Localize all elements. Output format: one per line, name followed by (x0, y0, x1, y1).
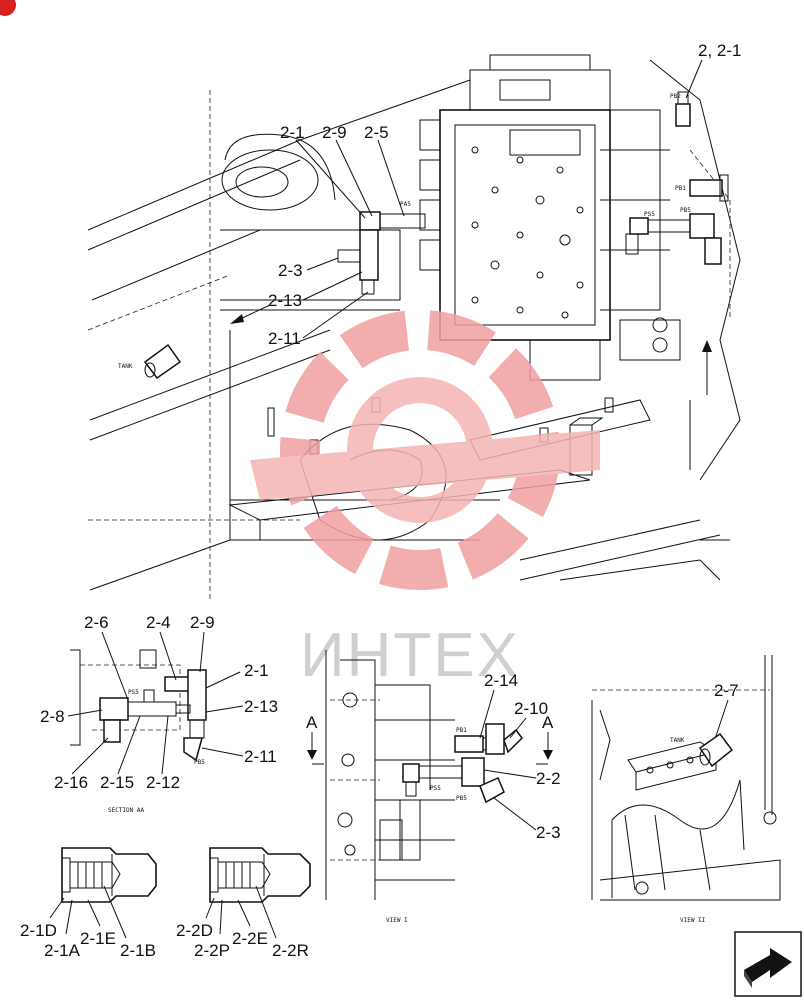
label-pb2: PB2 (670, 93, 681, 100)
detail-callout-2-2d: 2-2D (176, 921, 213, 940)
section-callout-2-1: 2-1 (244, 661, 269, 680)
main-assembly-view: PA5 PB2 PB1 PS5 PB5 TANK 2, 2-1 2-1 2-9 … (87, 41, 741, 600)
section-callout-2-15: 2-15 (100, 773, 134, 792)
detail-callout-2-2r: 2-2R (272, 941, 309, 960)
section-callout-2-13: 2-13 (244, 697, 278, 716)
label-pb1: PB1 (675, 185, 686, 192)
detail-fitting-2-2: 2-2D 2-2P 2-2E 2-2R (176, 847, 311, 960)
view1-callout-a-left: A (306, 713, 318, 732)
view1-callout-2-10: 2-10 (514, 699, 548, 718)
view1-callout-2-2: 2-2 (536, 769, 561, 788)
section-callout-2-11: 2-11 (244, 747, 277, 766)
callout-2-11: 2-11 (268, 329, 301, 348)
section-label-pb5: PB5 (194, 759, 205, 766)
tank-fitting (143, 343, 182, 380)
section-callout-2-8: 2-8 (40, 707, 65, 726)
detail-callout-2-2e: 2-2E (232, 929, 268, 948)
fitting-pb1 (689, 174, 729, 202)
view2-callout-2-7: 2-7 (714, 681, 739, 700)
callout-2-1: 2-1 (280, 123, 305, 142)
view1-callout-a-right: A (542, 713, 554, 732)
control-valve-block (267, 54, 681, 476)
section-callout-2-4: 2-4 (146, 613, 171, 632)
view2-label-tank: TANK (670, 737, 685, 744)
watermark-gear-logo (250, 310, 600, 590)
corner-badge (0, 0, 16, 16)
detail-callout-2-2p: 2-2P (194, 941, 230, 960)
label-tank-main: TANK (118, 363, 133, 370)
section-callout-2-12: 2-12 (146, 773, 180, 792)
view1-title: VIEW I (386, 917, 408, 924)
fitting-ps5-pb5 (625, 213, 722, 265)
fitting-pa5 (337, 211, 426, 295)
view-ii: TANK VIEW II 2-7 (591, 655, 781, 924)
callout-2-3: 2-3 (278, 261, 303, 280)
fitting-pb2 (675, 91, 691, 127)
view1-label-ps5: PS5 (430, 785, 441, 792)
section-callout-2-16: 2-16 (54, 773, 88, 792)
label-pb5: PB5 (680, 207, 691, 214)
view2-title: VIEW II (680, 917, 706, 924)
detail-callout-2-1b: 2-1B (120, 941, 156, 960)
section-label-ps5: PS5 (128, 689, 139, 696)
detail-callout-2-1e: 2-1E (80, 929, 116, 948)
view1-label-pb1: PB1 (456, 727, 467, 734)
view1-callout-2-3: 2-3 (536, 823, 561, 842)
view-i: PB1 PS5 PB5 VIEW I A A 2-14 2-10 2-2 2-3 (306, 650, 561, 924)
label-pa5: PA5 (400, 201, 411, 208)
watermark-text: ИНТЕХ (300, 621, 520, 690)
section-callout-2-6: 2-6 (84, 613, 109, 632)
detail-fitting-2-1: 2-1D 2-1A 2-1E 2-1B (20, 847, 157, 960)
detail-callout-2-1a: 2-1A (44, 941, 81, 960)
view1-callout-2-14: 2-14 (484, 671, 518, 690)
section-title: SECTION AA (108, 807, 145, 814)
callout-2-5: 2-5 (364, 123, 389, 142)
callout-2-9: 2-9 (322, 123, 347, 142)
label-ps5: PS5 (644, 211, 655, 218)
detail-callout-2-1d: 2-1D (20, 921, 57, 940)
next-page-arrow-icon[interactable] (734, 931, 802, 997)
callout-2-2-1: 2, 2-1 (698, 41, 741, 60)
view1-label-pb5: PB5 (456, 795, 467, 802)
callout-2-13: 2-13 (268, 291, 302, 310)
section-callout-2-9: 2-9 (190, 613, 215, 632)
section-aa-view: PS5 PB5 SECTION AA 2-6 2-4 2-9 2-1 2-8 2… (40, 613, 278, 814)
